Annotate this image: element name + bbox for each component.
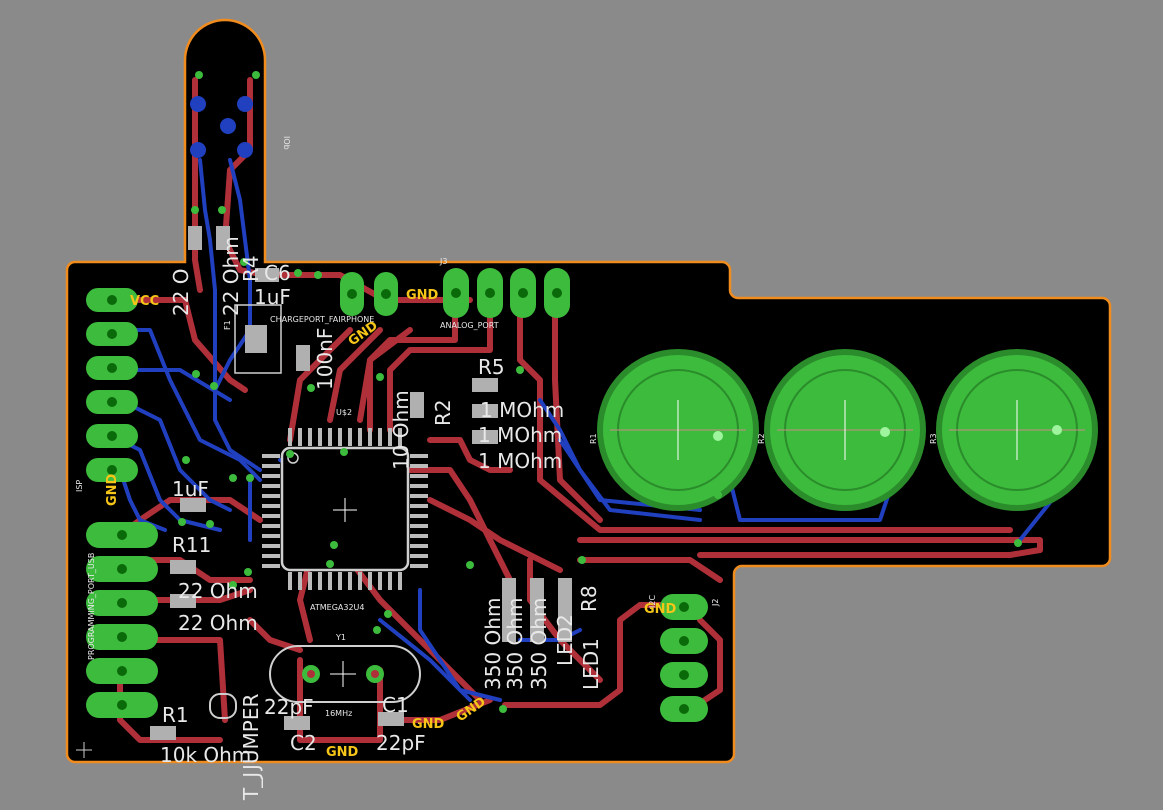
- i2c-label: I2C: [648, 595, 657, 608]
- gnd-net-label-5: GND: [412, 717, 445, 732]
- r4-ref: R4: [239, 255, 263, 282]
- top-header-label: IOb: [282, 136, 291, 150]
- crystal-freq-label: 16MHz: [325, 709, 352, 718]
- top-connector: IOb: [190, 96, 291, 158]
- r2-ref: R2: [431, 399, 455, 426]
- chargeport-label: CHARGEPORT_FAIRPHONE: [270, 315, 374, 324]
- sensor3-label: R3: [929, 433, 938, 444]
- r8-ref: R8: [577, 585, 601, 612]
- analog-port-header: J3 ANALOG_PORT: [439, 257, 570, 330]
- led1-ref: LED1: [579, 638, 603, 690]
- vcc-net-label: VCC: [130, 294, 159, 309]
- gnd-net-label-1: GND: [406, 288, 439, 303]
- c6-value: 1uF: [254, 285, 291, 309]
- c1-value: 22pF: [376, 731, 426, 755]
- led2-ref: LED2: [553, 614, 577, 666]
- c2-ref: C2: [290, 731, 317, 755]
- r1-value: 10k Ohm: [160, 743, 251, 767]
- smd-parts: [150, 226, 572, 740]
- r1-ref: R1: [162, 703, 189, 727]
- j3-label: J3: [439, 257, 447, 266]
- crystal-y1: Y1 16MHz: [269, 633, 421, 718]
- crystal-ref-label: Y1: [335, 633, 346, 642]
- programming-port-header: PROGRAMMING_PORT_USB: [86, 522, 158, 718]
- r-led-b: 350 Ohm: [503, 598, 527, 690]
- jumper-label: JUMPER: [239, 694, 263, 772]
- board-outline: [65, 18, 1112, 764]
- rmo-b: 1 MOhm: [478, 423, 562, 447]
- touch-sensor-pads: R1 R2 R3: [589, 349, 1098, 511]
- r2-value: 10 Ohm: [389, 390, 413, 470]
- mcu-part-label: ATMEGA32U4: [310, 603, 365, 612]
- r5-ref: R5: [478, 355, 505, 379]
- c6-ref: C6: [264, 261, 291, 285]
- analog-port-label: ANALOG_PORT: [440, 321, 499, 330]
- mcu-ref-label: U$2: [336, 408, 352, 417]
- r3-value: 22 Ohm: [178, 611, 258, 635]
- vias: [178, 71, 1061, 713]
- sensor-pad-2: R2: [757, 349, 926, 511]
- c-1uf: 1uF: [172, 477, 209, 501]
- r-led-c: 350 Ohm: [527, 598, 551, 690]
- r11-ref: R11: [172, 533, 211, 557]
- c-small: 22pF: [264, 695, 314, 719]
- c1-ref: C1: [382, 693, 409, 717]
- sensor2-label: R2: [757, 433, 766, 444]
- isp-label: ISP: [75, 480, 84, 492]
- origin-marker: [76, 742, 92, 758]
- mcu-chip: U$2 ATMEGA32U4: [262, 408, 428, 612]
- gnd-net-label-4: GND: [644, 602, 677, 617]
- isp-header: ISP: [75, 288, 138, 492]
- programming-port-label: PROGRAMMING_PORT_USB: [87, 553, 96, 660]
- jumper-prefix: T_J: [239, 772, 263, 801]
- rmo-a: 1 MOhm: [480, 398, 564, 422]
- sensor-pad-1: R1: [589, 349, 759, 511]
- r-led-a: 350 Ohm: [481, 598, 505, 690]
- i2c-header: J2 I2C: [648, 594, 720, 722]
- r-short-a: 22 O: [169, 268, 193, 316]
- r4-value: 22 Ohm: [219, 236, 243, 316]
- chargeport-header: CHARGEPORT_FAIRPHONE: [270, 272, 398, 324]
- silkscreen-labels: C6 1uF R4 22 Ohm 22 O F1 100nF R5 1 MOhm…: [160, 236, 603, 801]
- gnd-net-label-6: GND: [326, 745, 359, 760]
- j2-label: J2: [711, 599, 720, 607]
- r-left-value: 22 Ohm: [178, 579, 258, 603]
- sensor1-label: R1: [589, 433, 598, 444]
- f1-ref: F1: [223, 320, 232, 330]
- sensor-pad-3: R3: [929, 349, 1098, 511]
- c-100nf: 100nF: [313, 328, 337, 390]
- rmo-c: 1 MOhm: [478, 449, 562, 473]
- gnd-net-label-3: GND: [105, 473, 120, 506]
